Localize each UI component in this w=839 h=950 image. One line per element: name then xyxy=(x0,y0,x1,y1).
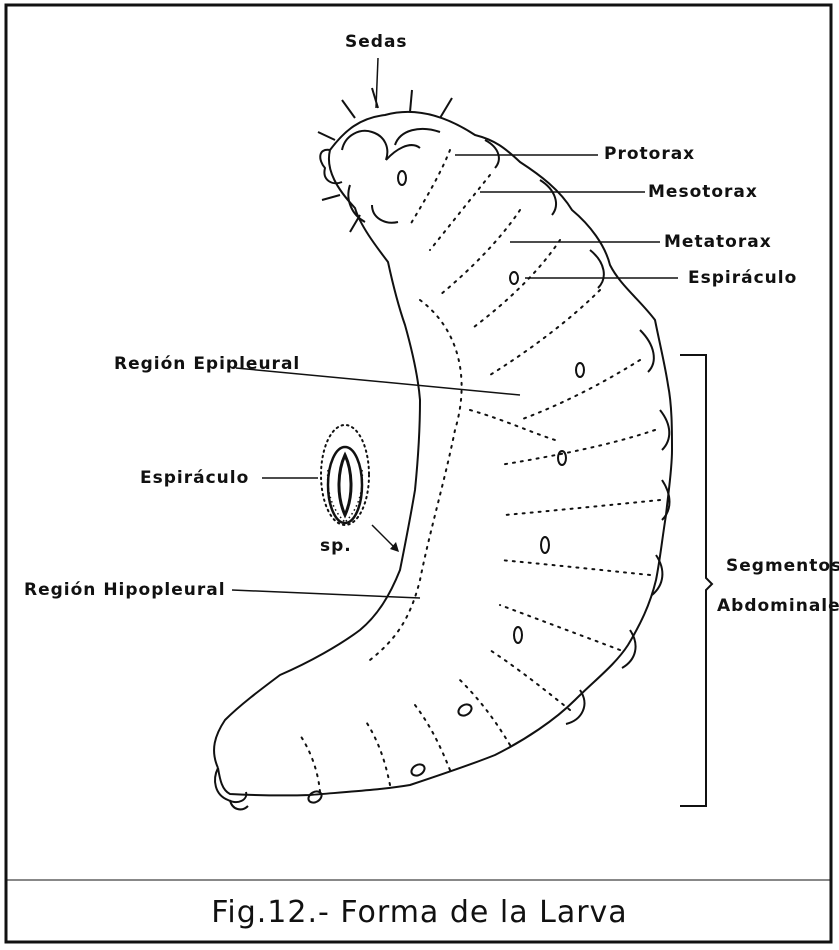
label-espiraculo-detail: Espiráculo xyxy=(140,468,249,488)
spiracle-3 xyxy=(576,363,584,377)
label-mesotorax: Mesotorax xyxy=(648,182,758,202)
figure-caption: Fig.12.- Forma de la Larva xyxy=(0,895,839,930)
spiracle-2 xyxy=(510,272,518,284)
spiracle-detail xyxy=(321,425,369,525)
spiracle-8 xyxy=(409,762,426,778)
spiracle-1 xyxy=(398,171,406,185)
label-region-epipleural: Región Epipleural xyxy=(114,354,300,374)
spiracle-7 xyxy=(456,702,473,718)
leader-lines xyxy=(232,58,678,598)
spiracle-5 xyxy=(541,537,549,553)
label-segmentos: Segmentos xyxy=(726,556,839,576)
spiracle-6 xyxy=(514,627,522,643)
setae xyxy=(318,88,452,232)
label-abdominales: Abdominales xyxy=(717,596,839,616)
figure-frame xyxy=(6,5,831,942)
spiracle-detail-arrow xyxy=(372,525,395,548)
body-spiracles xyxy=(306,171,584,805)
label-espiraculo-right: Espiráculo xyxy=(688,268,797,288)
label-protorax: Protorax xyxy=(604,144,695,164)
larva-body xyxy=(214,112,672,809)
label-sp: sp. xyxy=(320,536,352,556)
label-sedas: Sedas xyxy=(345,32,408,52)
segment-lines xyxy=(300,150,660,792)
label-region-hipopleural: Región Hipopleural xyxy=(24,580,226,600)
abdominal-bracket xyxy=(680,355,712,806)
label-metatorax: Metatorax xyxy=(664,232,772,252)
spiracle-9 xyxy=(306,789,323,805)
